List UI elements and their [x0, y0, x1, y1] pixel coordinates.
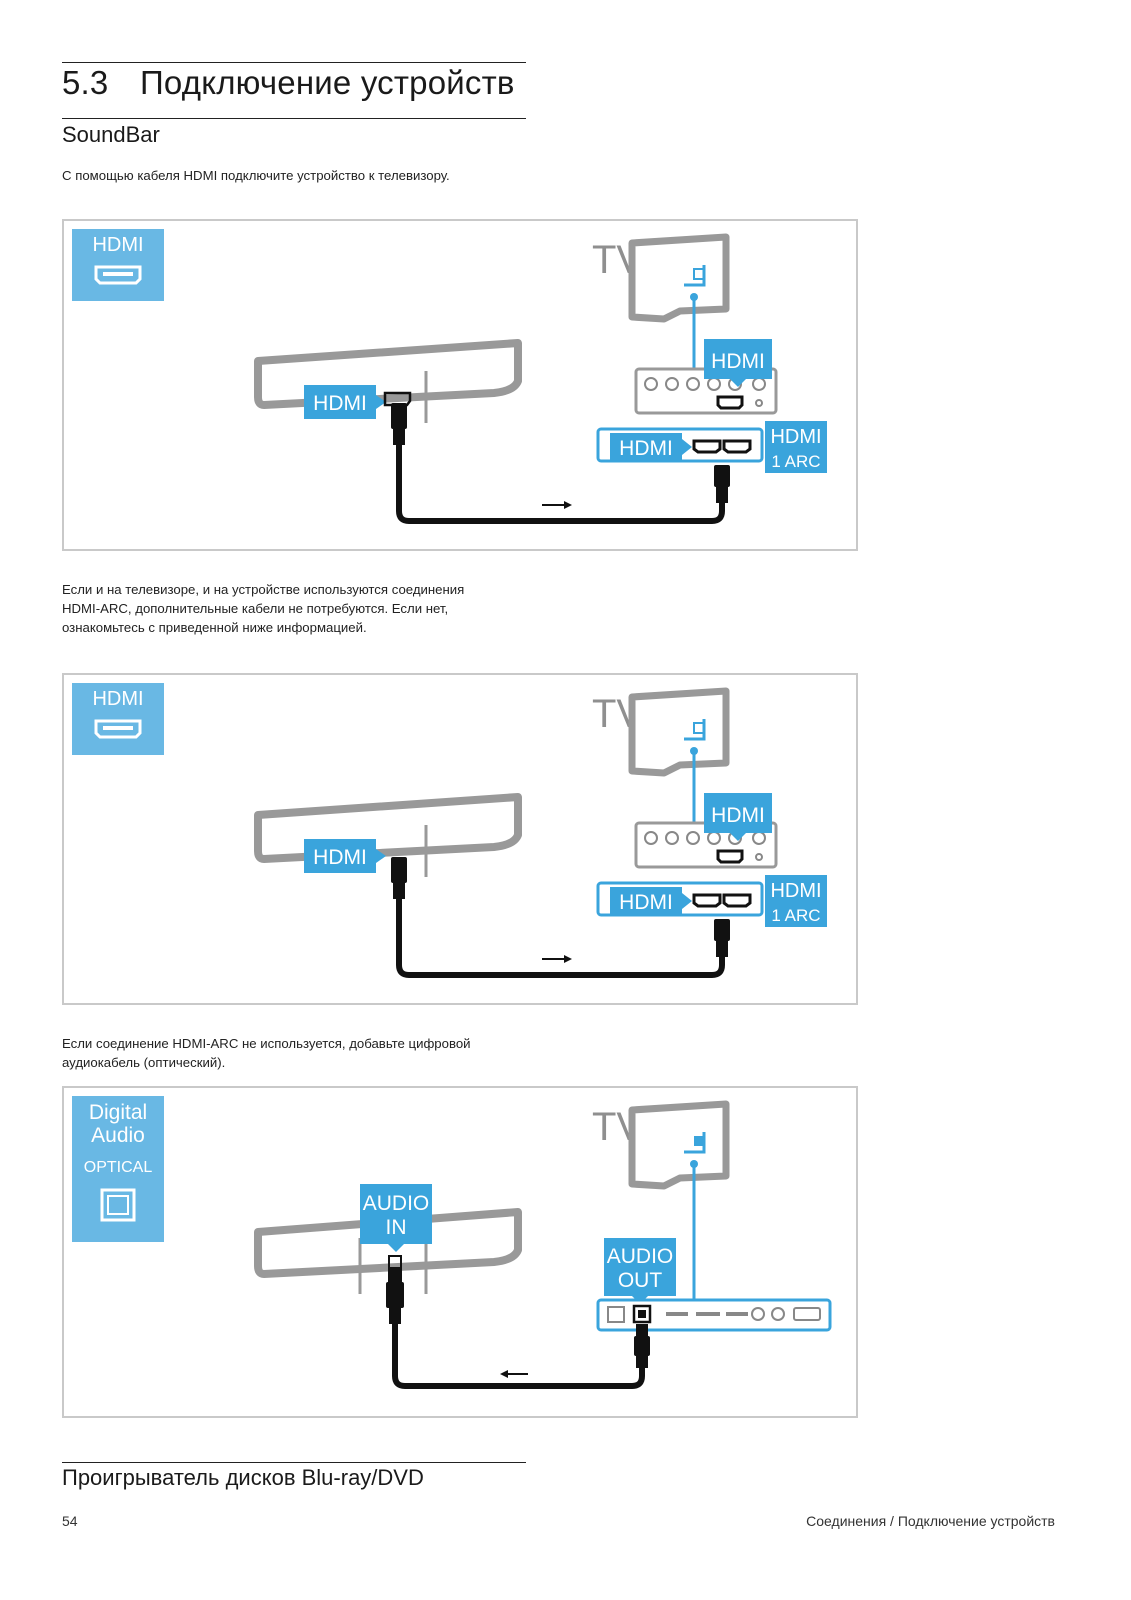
audio-out-line1: AUDIO [607, 1245, 674, 1268]
hdmi-connector-icon [94, 719, 142, 739]
direction-arrow-icon [564, 501, 572, 509]
badge-line3: OPTICAL [84, 1159, 153, 1176]
hdmi-cable [391, 857, 730, 978]
hdmi-arc-label-line2: 1 ARC [771, 452, 820, 471]
tv-hdmi-port-label: HDMI [711, 350, 765, 373]
hdmi-badge-label: HDMI [92, 688, 143, 710]
tv-hdmi-socket-icon [716, 849, 744, 864]
tv-icon [628, 1100, 730, 1190]
digital-audio-badge [72, 1096, 164, 1242]
subsection-bluray: Проигрыватель дисков Blu-ray/DVD [62, 1465, 424, 1490]
tv-hdmi-port-label: HDMI [711, 804, 765, 827]
hdmi-badge [72, 229, 164, 301]
tv-side-hdmi-label: HDMI [619, 891, 673, 914]
breadcrumb: Соединения / Подключение устройств [806, 1513, 1055, 1529]
hdmi-badge [72, 683, 164, 755]
optical-cable [386, 1268, 650, 1389]
soundbar-device-icon [254, 339, 522, 423]
bluray-rule [62, 1462, 526, 1463]
hdmi-connector-icon [94, 265, 142, 285]
tv-hdmi-socket-icon [716, 395, 744, 410]
tv-side-hdmi-label: HDMI [619, 437, 673, 460]
hdmi-arc-label-line1: HDMI [770, 426, 821, 448]
section-heading: 5.3 Подключение устройств [62, 64, 515, 102]
section-title: Подключение устройств [140, 64, 515, 101]
top-rule [62, 62, 526, 63]
paragraph-3: Если соединение HDMI-ARC не используется… [62, 1036, 471, 1070]
subsection-soundbar: SoundBar [62, 122, 160, 147]
audio-out-line2: OUT [618, 1269, 663, 1292]
section-number: 5.3 [62, 64, 109, 101]
soundbar-hdmi-port-label: HDMI [313, 846, 367, 869]
diagram-hdmi-2: HDMI TV HDMI HDMI HDMI 1 ARC [62, 673, 858, 1005]
soundbar-hdmi-port-label: HDMI [313, 392, 367, 415]
hdmi-badge-label: HDMI [92, 234, 143, 256]
direction-arrow-icon [564, 955, 572, 963]
hdmi-arc-label-line2: 1 ARC [771, 906, 820, 925]
hdmi-arc-label-line1: HDMI [770, 880, 821, 902]
diagram-optical: Digital Audio OPTICAL TV AUDIO IN AUDIO … [62, 1086, 858, 1418]
audio-in-line2: IN [386, 1216, 407, 1239]
tv-icon [628, 233, 730, 323]
paragraph-1: С помощью кабеля HDMI подключите устройс… [62, 168, 450, 183]
soundbar-device-icon [254, 793, 522, 877]
page-number: 54 [62, 1513, 78, 1529]
tv-icon [628, 687, 730, 777]
badge-line2: Audio [91, 1124, 145, 1147]
direction-arrow-icon [500, 1370, 508, 1378]
diagram-hdmi-1: HDMI TV HDMI HDMI HDMI 1 A [62, 219, 858, 551]
heading-rule [62, 118, 526, 119]
optical-port-icon [100, 1188, 136, 1222]
badge-line1: Digital [89, 1101, 147, 1124]
tv-optical-socket-icon [632, 1304, 652, 1324]
audio-in-line1: AUDIO [363, 1192, 430, 1215]
hdmi-cable [391, 403, 730, 524]
paragraph-2: Если и на телевизоре, и на устройстве ис… [62, 582, 465, 635]
